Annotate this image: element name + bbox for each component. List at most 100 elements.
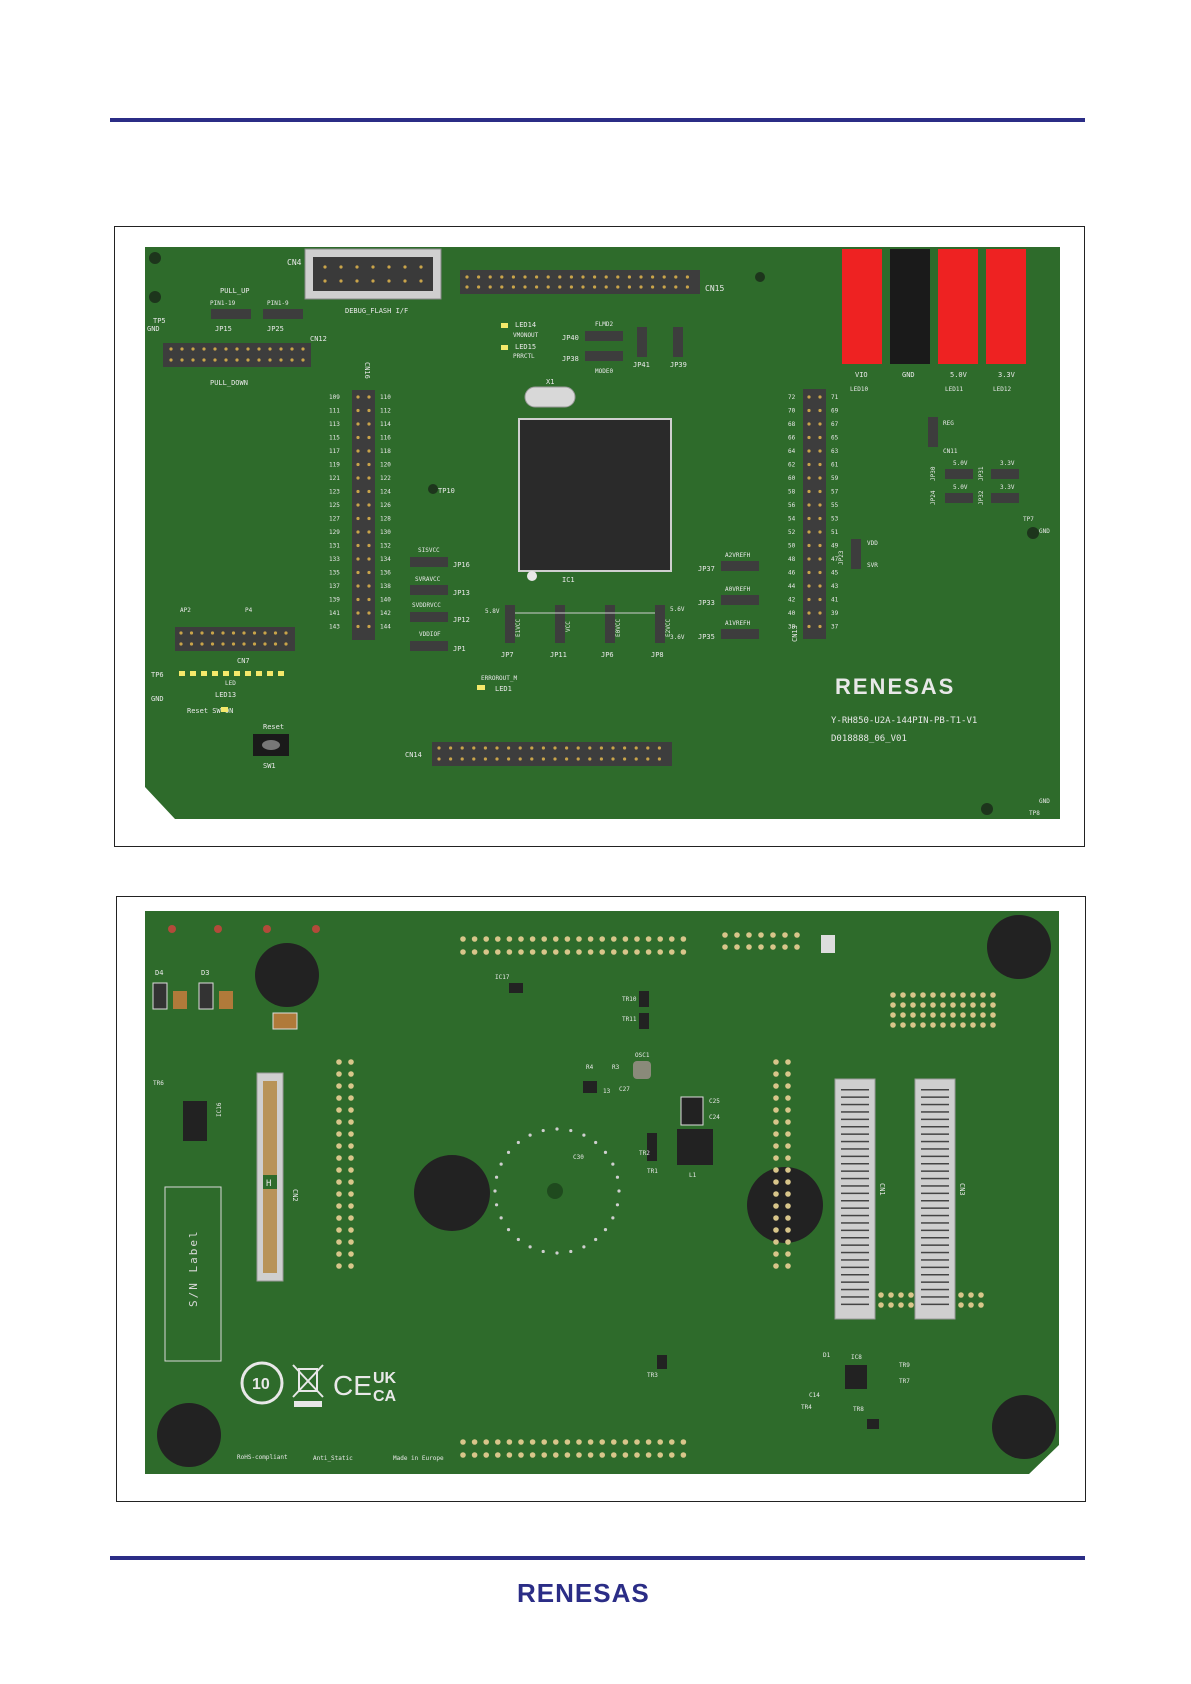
pin	[488, 285, 492, 289]
through-hole	[890, 1012, 896, 1018]
contact	[921, 1237, 949, 1239]
via	[493, 1189, 497, 1193]
pin	[818, 435, 822, 440]
cn16-label: CN16	[363, 362, 371, 379]
via	[516, 1237, 520, 1242]
through-hole	[622, 949, 629, 955]
pin	[500, 285, 504, 289]
through-hole	[518, 1439, 524, 1445]
pin-number: 61	[831, 462, 839, 469]
jp8-jumper	[655, 605, 665, 643]
through-hole	[785, 1083, 791, 1089]
contact	[921, 1303, 949, 1306]
through-hole	[980, 1002, 986, 1008]
led	[267, 671, 273, 676]
gnd-label-tp5: GND	[147, 325, 160, 333]
through-hole	[669, 1439, 675, 1445]
pin-number: 37	[831, 624, 839, 631]
pin	[242, 642, 246, 646]
through-hole	[599, 936, 605, 942]
pin-number: 67	[831, 421, 839, 428]
through-hole	[770, 932, 776, 938]
through-hole	[348, 1191, 354, 1197]
through-hole	[506, 1439, 513, 1445]
pin	[403, 279, 407, 283]
pin-number: 120	[380, 462, 391, 469]
jp6-jumper	[605, 605, 615, 643]
3v3-a-label: 3.3V	[1000, 460, 1015, 467]
jp37-label: JP37	[698, 565, 715, 573]
bottom-pcb	[145, 911, 1059, 1474]
pin	[367, 543, 371, 548]
contact	[921, 1200, 949, 1202]
tr11-label: TR11	[622, 1016, 637, 1023]
through-hole	[722, 932, 728, 938]
tp10-label: TP10	[438, 487, 455, 495]
pin-number: 44	[788, 583, 796, 590]
pin-number: 42	[788, 597, 796, 604]
pin-number: 54	[788, 516, 796, 523]
pin	[356, 530, 360, 534]
through-hole	[336, 1203, 342, 1209]
header-rule	[110, 118, 1085, 122]
pin	[507, 757, 511, 761]
through-hole	[968, 1292, 974, 1298]
pin	[213, 347, 217, 351]
osc1	[633, 1061, 651, 1079]
through-hole	[785, 1191, 791, 1197]
through-hole	[680, 1452, 687, 1458]
through-hole	[950, 1012, 956, 1018]
pin	[221, 631, 225, 635]
pin	[593, 275, 597, 279]
pin	[284, 631, 288, 635]
cn2-label: CN2	[291, 1189, 299, 1202]
via	[617, 1189, 621, 1193]
through-hole	[348, 1179, 354, 1185]
jp23-jumper	[851, 539, 861, 569]
pin	[367, 570, 371, 575]
tr3-label: TR3	[647, 1372, 658, 1379]
contact	[841, 1244, 869, 1246]
via	[516, 1140, 520, 1145]
through-hole	[773, 1143, 779, 1149]
through-hole	[634, 936, 640, 942]
pin	[273, 642, 278, 646]
pin	[818, 543, 822, 548]
lbl-58v: 5.8V	[485, 608, 500, 615]
contact	[841, 1140, 869, 1143]
reg-label: REG	[943, 420, 954, 427]
pin	[224, 358, 228, 362]
through-hole	[978, 1292, 984, 1298]
contact	[841, 1259, 869, 1261]
contact	[841, 1170, 869, 1172]
pin	[818, 476, 822, 480]
pin	[483, 746, 487, 750]
pin	[818, 422, 822, 426]
pin	[179, 642, 183, 646]
pin-number: 71	[831, 394, 839, 401]
through-hole	[794, 932, 800, 938]
through-hole	[336, 1215, 342, 1221]
pin	[356, 543, 360, 548]
through-hole	[785, 1179, 791, 1185]
pin	[339, 265, 343, 269]
contact	[921, 1133, 949, 1135]
via	[615, 1203, 620, 1207]
through-hole	[773, 1263, 779, 1269]
gnd-terminal-label: GND	[902, 371, 915, 379]
pin-number: 133	[329, 556, 340, 563]
jp16-label: JP16	[453, 561, 470, 569]
pin	[518, 746, 522, 750]
jp13-label: JP13	[453, 589, 470, 597]
ic16-chip	[183, 1101, 207, 1141]
pin	[356, 408, 360, 413]
jp35-label: JP35	[698, 633, 715, 641]
contact	[841, 1133, 869, 1135]
contact	[841, 1103, 869, 1106]
diode-d4	[152, 982, 168, 1010]
lbl-56v: 5.6V	[670, 606, 685, 613]
ap2-label: AP2	[180, 607, 191, 614]
crystal-x1	[524, 386, 576, 408]
cn3-label: CN3	[958, 1183, 966, 1196]
through-hole	[518, 936, 524, 942]
